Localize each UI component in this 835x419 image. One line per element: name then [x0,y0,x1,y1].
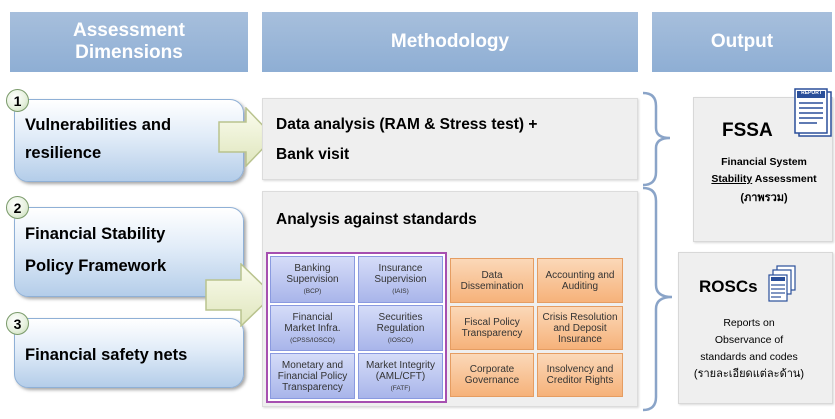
dimension-box-2: Financial Stability Policy Framework [14,207,244,297]
standard-cell-code: (IAIS) [392,288,409,295]
header-methodology-text: Methodology [390,31,510,52]
standard-cell-line: Supervision [374,274,427,285]
brace-icon [642,186,673,412]
data-analysis-line2: Bank visit [276,146,350,163]
standard-cell-line: Banking [294,263,331,274]
roscs-title: ROSCs [699,277,758,296]
fssa-line1: Financial System [721,156,807,168]
header-assessment-line1: Assessment [73,20,185,41]
standard-cell-line: Crisis Resolution [542,311,618,323]
fssa-line2-rest: Assessment [752,173,817,185]
standard-cell-line: Market Infra. [284,322,341,334]
standard-cell-line: Financial Policy [277,370,348,382]
roscs-line4: (รายละเอียดแต่ละด้าน) [693,368,805,380]
arrow-right-icon [205,263,275,327]
documents-stack-icon [768,265,796,302]
fssa-description: Financial System Stability Assessment (ภ… [694,154,834,207]
header-output-text: Output [710,31,774,52]
header-assessment-line2: Dimensions [75,42,183,63]
standard-cell: Accounting and Auditing [537,258,623,303]
standard-cell: Fiscal Policy Transparency [450,306,534,350]
roscs-line2: Observance of [714,334,784,346]
standard-cell: Data Dissemination [450,258,534,303]
arrow-right-icon [218,107,276,167]
dimension-number-2: 2 [6,196,29,219]
standard-cell-line: Data [481,269,503,281]
standard-cell-code: (IOSCO) [387,336,414,344]
standard-cell: Banking Supervision (BCP) [270,256,355,303]
standard-cell: Insolvency and Creditor Rights [537,353,623,397]
dimension-1-line1: Vulnerabilities and [25,116,172,134]
standard-cell: Securities Regulation (IOSCO) [358,305,443,351]
standard-cell: Financial Market Infra. (CPSS/IOSCO) [270,305,355,351]
standard-cell-line: Governance [464,375,520,386]
report-label: REPORT [801,90,822,96]
fssa-title: FSSA [722,120,773,141]
header-methodology: Methodology [262,12,638,72]
standard-cell-line: Corporate [469,364,515,375]
standard-cell: Insurance Supervision (IAIS) [358,256,443,303]
standard-cell-line: Regulation [376,322,425,334]
standard-cell: Corporate Governance [450,353,534,397]
standard-cell: Crisis Resolution and Deposit Insurance [537,306,623,350]
standard-cell-line: Dissemination [460,280,524,292]
standard-cell: Monetary and Financial Policy Transparen… [270,353,355,399]
data-analysis-line1: Data analysis (RAM & Stress test) + [276,116,538,133]
standard-cell-line: Market Integrity [366,359,435,371]
standard-cell-line: Fiscal Policy [464,317,520,328]
fssa-line2-underlined: Stability [711,173,753,185]
dimension-1-line2: resilience [25,144,102,162]
dimension-number-3: 3 [6,312,29,335]
standard-cell-line: Transparency [461,328,523,339]
standard-cell-line: Insolvency and [546,364,614,375]
header-assessment-dimensions: Assessment Dimensions [10,12,248,72]
roscs-description: Reports on Observance of standards and c… [679,315,819,383]
standards-title: Analysis against standards [276,211,477,228]
standard-cell-line: Monetary and [281,359,344,371]
dimension-3-line1: Financial safety nets [25,346,188,364]
data-analysis-panel: Data analysis (RAM & Stress test) + Bank… [262,98,638,180]
roscs-box: ROSCs Reports on Observance of standards… [678,252,833,404]
standard-cell-line: Insurance [558,333,602,345]
dimension-box-1: Vulnerabilities and resilience [14,99,244,182]
dimension-number-1: 1 [6,89,29,112]
standard-cell-line: Creditor Rights [546,375,614,386]
standard-cell-line: Accounting and [545,269,615,281]
brace-icon [642,91,671,187]
fssa-line3: (ภาพรวม) [740,192,788,204]
standard-cell-code: (FATF) [390,384,411,392]
dimension-box-3: Financial safety nets [14,318,244,388]
dimension-2-line1: Financial Stability [25,225,166,243]
dimension-2-line2: Policy Framework [25,257,167,275]
header-output: Output [652,12,832,72]
standard-cell-line: (AML/CFT) [375,370,426,382]
roscs-line1: Reports on [723,317,775,329]
standard-cell-code: (BCP) [303,288,322,295]
standard-cell-line: Insurance [378,263,423,274]
standard-cell-line: Supervision [286,274,339,285]
roscs-line3: standards and codes [700,351,798,363]
standard-cell-line: and Deposit [553,322,607,334]
standard-cell-code: (CPSS/IOSCO) [290,336,335,344]
standard-cell-line: Securities [378,311,423,323]
standard-cell-line: Auditing [561,280,599,292]
standard-cell-line: Financial [292,311,333,323]
report-document-icon: REPORT [793,88,833,138]
standard-cell: Market Integrity (AML/CFT) (FATF) [358,353,443,399]
standard-cell-line: Transparency [282,381,343,393]
